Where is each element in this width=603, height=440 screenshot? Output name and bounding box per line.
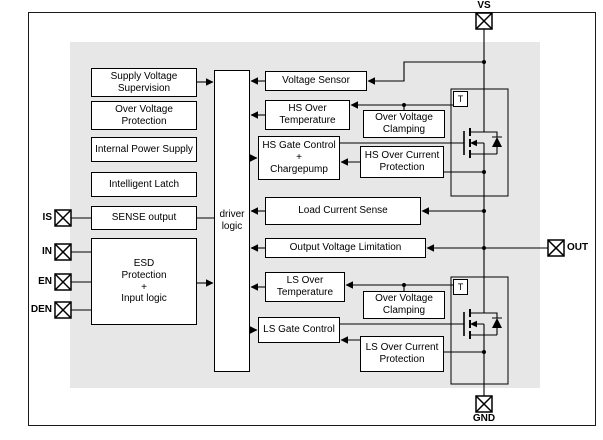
pin-label-gnd: GND: [472, 413, 496, 424]
ls-mosfet-enclosure: [450, 276, 509, 385]
block-ls-over-temperature: LS Over Temperature: [265, 272, 345, 302]
hs-mosfet-icon: [463, 128, 502, 248]
block-hs-gate-control: HS Gate Control + Chargepump: [258, 136, 340, 180]
ls-temp-sensor-box: T: [453, 279, 468, 295]
in-pin-pad-icon: [54, 243, 72, 261]
is-pin-pad-icon: [54, 209, 72, 227]
pin-label-vs: VS: [477, 0, 491, 11]
pin-label-out: OUT: [567, 242, 589, 253]
diagram-outer-border: [28, 12, 596, 426]
pin-label-en: EN: [38, 276, 52, 287]
hs-mosfet-enclosure: [450, 88, 509, 197]
out-pin-pad-icon: [547, 239, 565, 257]
block-hs-over-temperature: HS Over Temperature: [265, 100, 350, 130]
block-over-voltage-protection: Over Voltage Protection: [91, 101, 197, 130]
pin-label-in: IN: [42, 246, 52, 257]
hs-temp-sensor-box: T: [453, 91, 468, 107]
connection-wires: [71, 29, 548, 353]
block-intelligent-latch: Intelligent Latch: [91, 172, 197, 197]
block-driver-logic: driver logic: [214, 70, 250, 372]
block-voltage-sensor: Voltage Sensor: [265, 71, 367, 91]
pin-label-is: IS: [42, 212, 52, 223]
block-esd-input-logic: ESD Protection + Input logic: [91, 238, 197, 325]
den-pin-pad-icon: [54, 301, 72, 319]
block-internal-power-supply: Internal Power Supply: [91, 137, 197, 162]
junction-dots: [402, 60, 486, 354]
pin-label-den: DEN: [30, 304, 52, 315]
vs-pin-pad-icon: [475, 12, 493, 30]
block-hs-over-voltage-clamping: Over Voltage Clamping: [363, 110, 445, 138]
ls-mosfet-icon: [463, 248, 502, 396]
block-ls-gate-control: LS Gate Control: [258, 317, 340, 343]
block-supply-voltage-supervision: Supply Voltage Supervision: [91, 68, 197, 97]
block-output-voltage-limitation: Output Voltage Limitation: [265, 238, 426, 258]
block-hs-over-current-protection: HS Over Current Protection: [360, 146, 444, 178]
block-ls-over-voltage-clamping: Over Voltage Clamping: [363, 291, 445, 319]
block-ls-over-current-protection: LS Over Current Protection: [360, 336, 444, 372]
block-sense-output: SENSE output: [91, 206, 197, 230]
en-pin-pad-icon: [54, 273, 72, 291]
block-load-current-sense: Load Current Sense: [265, 197, 421, 225]
gnd-pin-pad-icon: [475, 395, 493, 413]
